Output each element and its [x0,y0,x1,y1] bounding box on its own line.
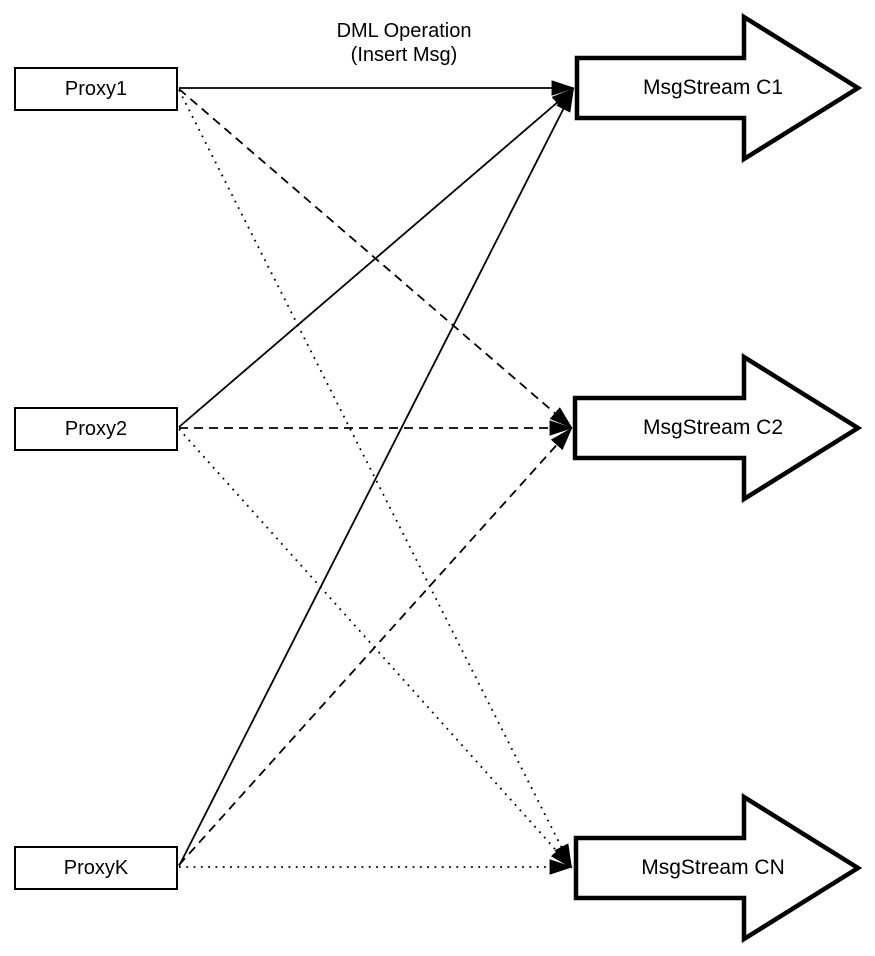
node-proxyk-label: ProxyK [63,856,129,879]
node-proxy2-label: Proxy2 [64,417,128,440]
edge-group [178,80,575,875]
block-arrow-msgstream-c2 [572,352,863,504]
edge-proxyk-to-c1 [178,88,574,867]
edge-proxy2-to-c1 [178,87,575,428]
node-proxy2: Proxy2 [14,407,178,451]
edge-proxy2-to-cn [178,428,573,869]
node-proxyk: ProxyK [14,846,178,890]
edge-proxy1-to-cn [178,89,572,868]
node-proxy1: Proxy1 [14,67,178,111]
block-arrow-msgstream-cn [573,792,863,944]
block-arrow-msgstream-c1 [574,12,863,164]
node-proxy1-label: Proxy1 [64,77,128,100]
edge-proxyk-to-c2 [178,427,573,866]
edge-caption: DML Operation (Insert Msg) [294,19,514,67]
edge-caption-line2: (Insert Msg) [350,44,458,66]
edge-caption-line1: DML Operation [336,20,472,42]
